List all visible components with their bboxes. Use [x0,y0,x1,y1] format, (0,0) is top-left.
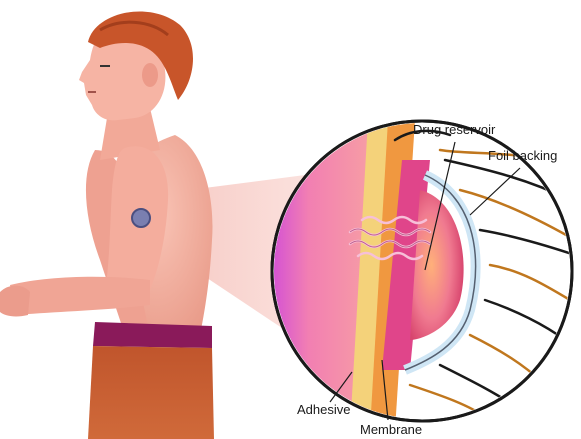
label-drug-reservoir: Drug reservoir [413,122,496,137]
label-foil-backing: Foil backing [488,148,557,163]
label-membrane: Membrane [360,422,422,437]
patch-on-arm [132,209,150,227]
trousers [88,346,214,439]
person [0,11,214,439]
label-adhesive: Adhesive [297,402,350,417]
magnified-view [270,120,575,430]
